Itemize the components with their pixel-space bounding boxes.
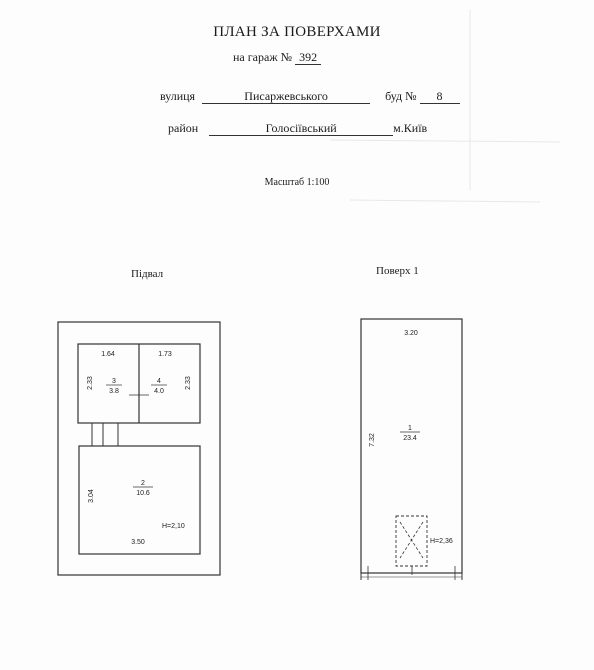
first-floor-labels: 3.20 7.32 1 23.4 H=2,36 <box>369 330 453 545</box>
room-1-area: 23.4 <box>403 435 417 442</box>
dim-first-floor-width: 3.20 <box>404 330 418 337</box>
garage-line: на гараж № 392 <box>233 50 322 65</box>
scale-label: Масштаб 1:100 <box>264 177 330 188</box>
dim-room2-height: 3.04 <box>88 489 95 503</box>
bud-value: 8 <box>419 89 460 104</box>
street-value: Писаржевського <box>202 89 371 104</box>
room-3-area: 3.8 <box>109 388 119 395</box>
pit-diagonal-2 <box>399 521 424 559</box>
room-4-number: 4 <box>157 378 161 385</box>
first-floor-plan <box>360 318 463 580</box>
basement-plan <box>57 321 221 576</box>
room-2-area: 10.6 <box>136 490 150 497</box>
district-label: район <box>168 121 199 135</box>
pit-ceiling-height: H=2,36 <box>430 538 453 545</box>
dim-room2-width: 3.50 <box>131 539 145 546</box>
basement-label: Підвал <box>131 268 164 280</box>
street-label: вулиця <box>160 89 196 103</box>
room-2-ceiling-height: H=2,10 <box>162 523 185 530</box>
dim-room3-width: 1.64 <box>101 351 115 358</box>
paper-texture <box>329 10 561 203</box>
room-3-number: 3 <box>112 378 116 385</box>
inspection-pit <box>395 515 428 567</box>
first-floor-wall <box>360 318 463 574</box>
dim-room3-height: 2.33 <box>87 376 94 390</box>
dim-first-floor-height: 7.32 <box>369 433 376 447</box>
basement-room-2-wall <box>78 445 201 555</box>
document-title: ПЛАН ЗА ПОВЕРХАМИ <box>213 24 381 40</box>
dim-room4-width: 1.73 <box>158 351 172 358</box>
room-2-number: 2 <box>141 480 145 487</box>
street-line: вулиця Писаржевського буд № 8 <box>160 89 460 104</box>
garage-prefix: на гараж № <box>233 50 293 64</box>
basement-labels: 1.64 1.73 2.33 2.33 3 3.8 4 4.0 2 10.6 3… <box>87 351 192 546</box>
bud-label: буд № <box>385 89 417 103</box>
district-value: Голосіївський <box>209 121 394 136</box>
city-value: м.Київ <box>393 121 428 135</box>
room-4-area: 4.0 <box>154 388 164 395</box>
garage-number: 392 <box>295 50 322 65</box>
basement-outer-wall <box>57 321 221 576</box>
first-floor-label: Поверх 1 <box>376 265 419 277</box>
dim-room4-height: 2.33 <box>185 376 192 390</box>
room-1-number: 1 <box>408 425 412 432</box>
